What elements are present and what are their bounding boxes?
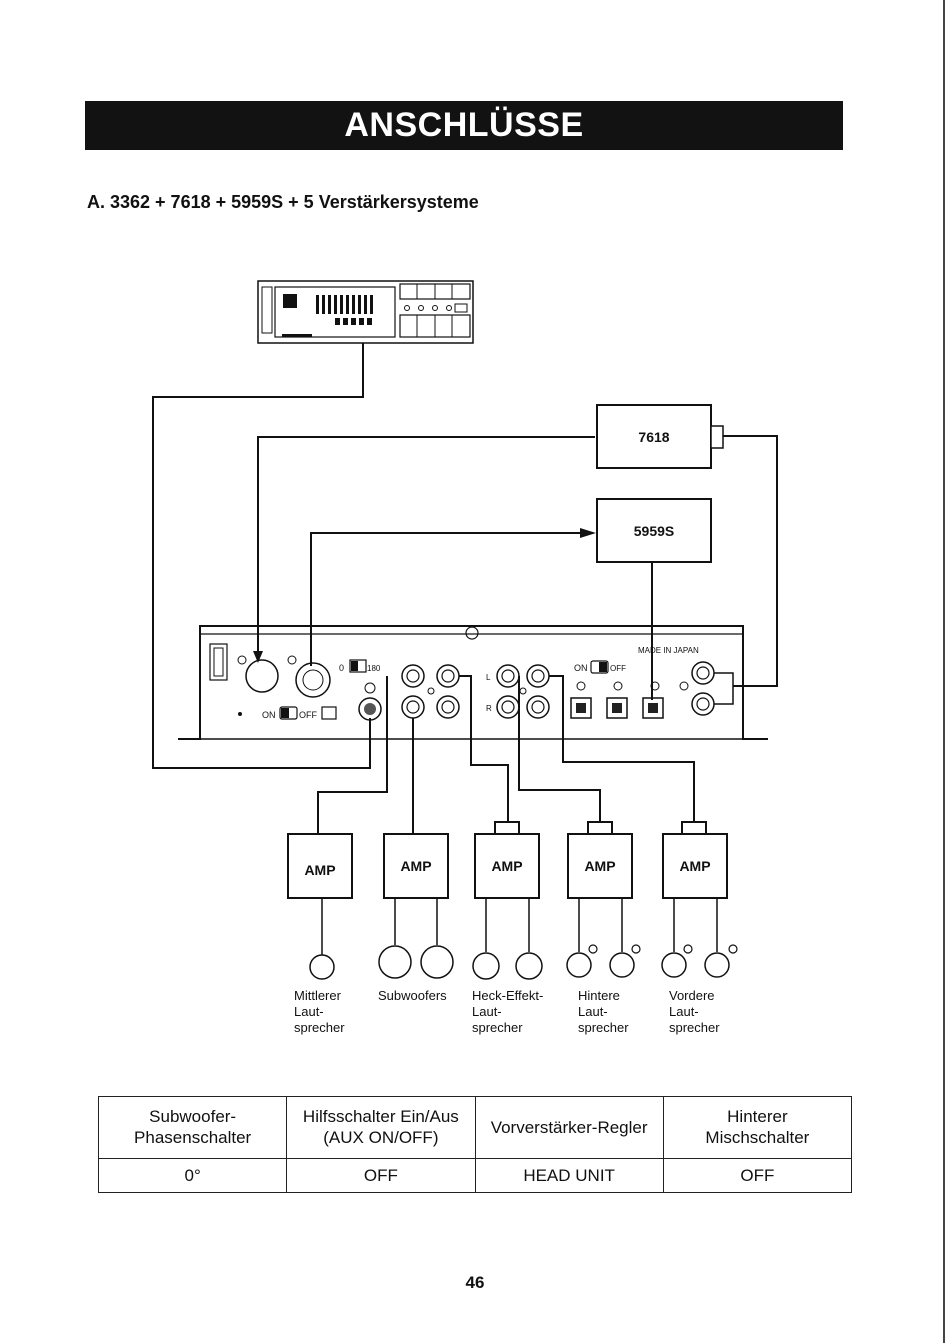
unit-5959s: [596, 498, 712, 563]
subwoofer-right-icon: [420, 945, 454, 979]
arrow-head-icon: [580, 528, 596, 538]
amp-1-label: AMP: [304, 862, 335, 878]
switch-off-label: OFF: [299, 710, 317, 720]
wire-to-amp-3: [459, 675, 509, 822]
table-header-cell: Vorverstärker-Regler: [474, 1096, 664, 1159]
phase-180-label: 180: [367, 664, 381, 673]
phase-0-label: 0: [339, 663, 344, 673]
speaker-wiring: [321, 898, 718, 955]
amp-3: [474, 821, 540, 899]
table-cell: OFF: [286, 1157, 476, 1194]
section-title: A. 3362 + 7618 + 5959S + 5 Verstärkersys…: [87, 192, 479, 212]
table-header-cell: Hinterer Mischschalter: [662, 1096, 853, 1159]
unit-7618: [596, 404, 724, 469]
wire-dsp-to-5959s: [310, 532, 582, 666]
rear-effect-speaker-left-icon: [472, 952, 500, 980]
channel-r-label: R: [486, 704, 492, 713]
table-cell: HEAD UNIT: [474, 1157, 664, 1194]
page-title-bar: ANSCHLÜSSE: [85, 101, 843, 150]
caption-front-speakers: Vordere Laut- sprecher: [669, 988, 720, 1035]
channel-l-label: L: [486, 673, 491, 682]
table-cell: OFF: [662, 1157, 853, 1194]
caption-subwoofers: Subwoofers: [378, 988, 447, 1003]
caption-rear-effect-speakers: Heck-Effekt- Laut- sprecher: [472, 988, 544, 1035]
subwoofer-left-icon: [378, 945, 412, 979]
amp-1: [287, 833, 353, 899]
aux-off-label: OFF: [610, 664, 626, 673]
table-header-cell: Subwoofer- Phasenschalter: [97, 1096, 288, 1159]
head-unit-3362: [257, 280, 474, 344]
aux-on-label: ON: [574, 663, 588, 673]
made-in-japan-label: MADE IN JAPAN: [638, 646, 699, 655]
table-row: 0° OFF HEAD UNIT OFF: [97, 1157, 853, 1194]
page-title: ANSCHLÜSSE: [344, 106, 584, 144]
table-cell: 0°: [97, 1157, 288, 1194]
settings-table: Subwoofer- Phasenschalter Hilfsschalter …: [97, 1096, 853, 1194]
table-header-cell: Hilfsschalter Ein/Aus (AUX ON/OFF): [286, 1096, 476, 1159]
table-header-row: Subwoofer- Phasenschalter Hilfsschalter …: [97, 1096, 853, 1159]
amp-5: [662, 821, 728, 899]
wire-to-amp-4: [518, 676, 601, 822]
caption-mid-speaker: Mittlerer Laut- sprecher: [294, 988, 345, 1035]
caption-rear-speakers: Hintere Laut- sprecher: [578, 988, 629, 1035]
amp-3-label: AMP: [491, 858, 522, 874]
rear-speaker-right-icon: [609, 952, 635, 978]
rear-speaker-left-icon: [566, 952, 592, 978]
mid-speaker-icon: [309, 954, 335, 980]
main-processor-chassis: [178, 625, 768, 740]
rear-effect-speaker-right-icon: [515, 952, 543, 980]
page-number: 46: [465, 1273, 485, 1292]
switch-on-label: ON: [262, 710, 276, 720]
wire-7618-return: [711, 435, 778, 687]
wire-headunit-to-7618-input: [152, 343, 371, 769]
unit-5959s-label: 5959S: [634, 523, 674, 539]
amp-5-label: AMP: [679, 858, 710, 874]
amp-2-label: AMP: [400, 858, 431, 874]
unit-7618-label: 7618: [638, 429, 669, 445]
amp-4: [567, 821, 633, 899]
front-speaker-left-icon: [661, 952, 687, 978]
wire-to-amp-1: [317, 676, 388, 834]
amp-2: [383, 833, 449, 899]
front-speaker-right-icon: [704, 952, 730, 978]
tweeter-icon: [588, 944, 738, 954]
amp-4-label: AMP: [584, 858, 615, 874]
arrow-head-icon: [253, 651, 263, 663]
wire-7618-to-dsp: [257, 436, 595, 660]
wire-to-amp-5: [549, 675, 695, 822]
page-edge-line: [943, 0, 945, 1343]
